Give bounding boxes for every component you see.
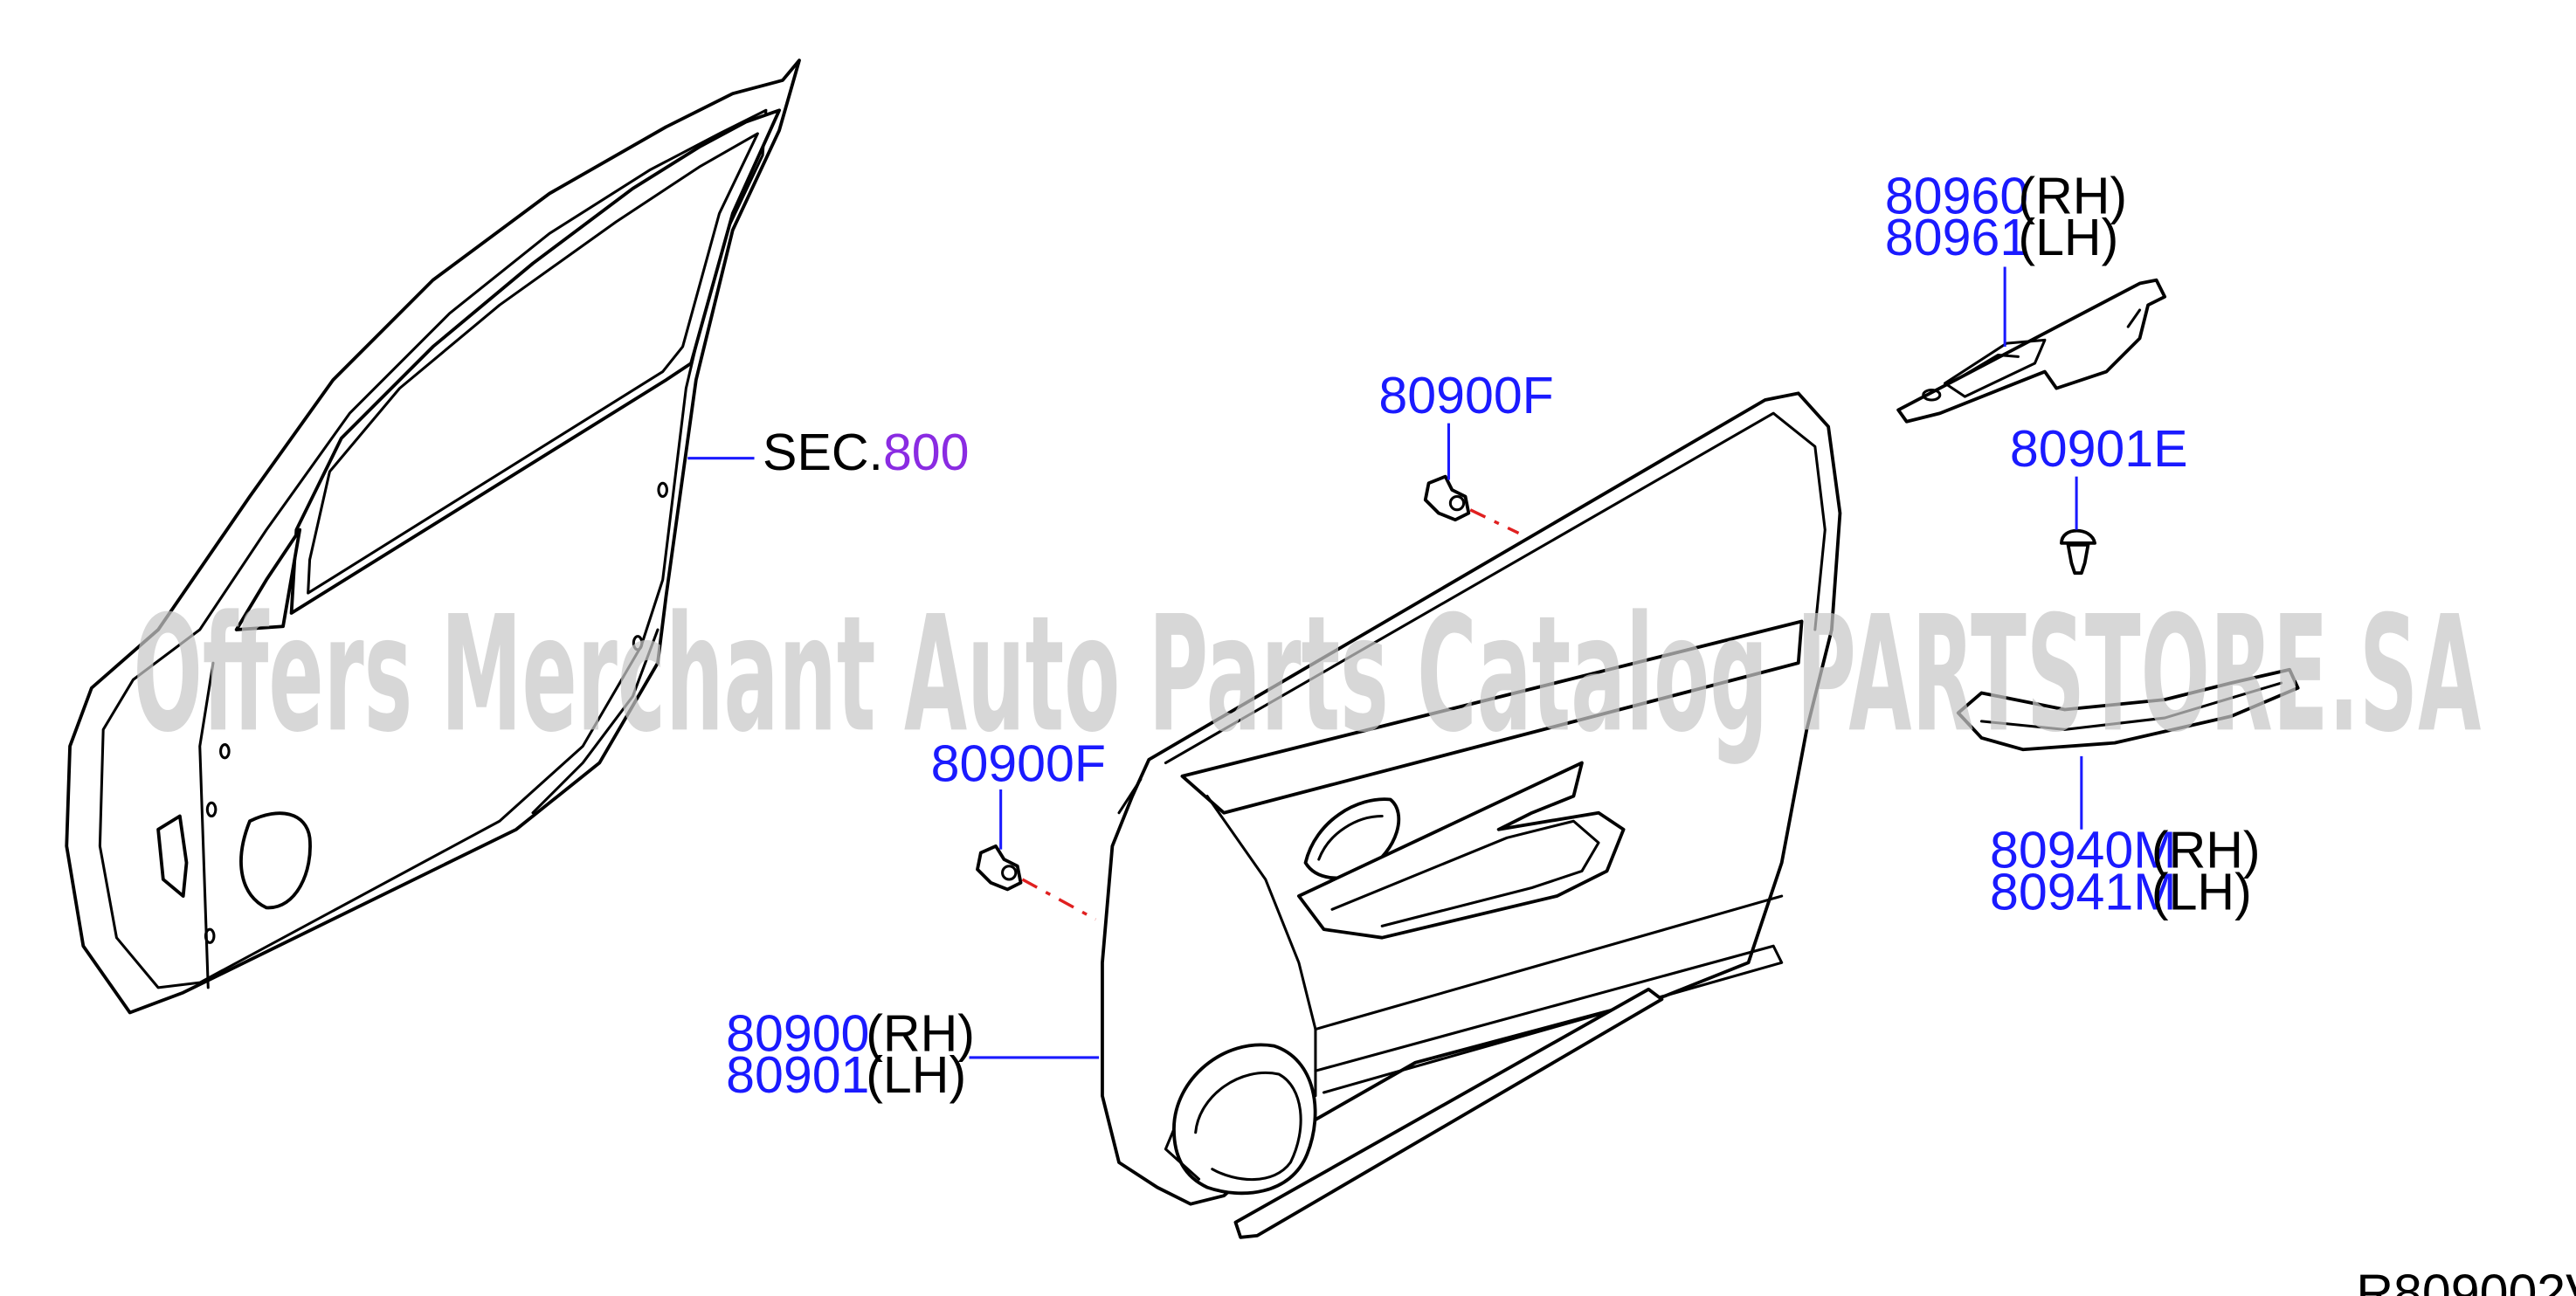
moulding-rh-side: (RH) bbox=[2151, 822, 2261, 879]
clip-e-part-number: 80901E bbox=[2010, 420, 2188, 478]
watermark-text: Offers Merchant Auto Parts Catalog PARTS… bbox=[134, 582, 2482, 768]
moulding-lh-part-number: 80941M bbox=[1990, 863, 2177, 920]
moulding-lh-side: (LH) bbox=[2151, 863, 2252, 920]
finisher-lh-side: (LH) bbox=[2018, 209, 2118, 266]
clip-lower-part-number: 80900F bbox=[931, 735, 1106, 793]
section-reference: SEC.800 bbox=[763, 424, 969, 481]
moulding-rh-part-number: 80940M bbox=[1990, 822, 2177, 879]
trim-board-lh-side: (LH) bbox=[866, 1046, 966, 1104]
finisher-lh-part-number: 80961 bbox=[1885, 209, 2028, 266]
door-armrest-finisher bbox=[1896, 278, 2167, 424]
clip-lower bbox=[976, 844, 1097, 921]
door-trim-board bbox=[1101, 391, 1842, 1239]
clip-e bbox=[2060, 528, 2096, 576]
section-prefix: SEC. bbox=[763, 424, 883, 481]
door-moulding-strip bbox=[1956, 667, 2300, 752]
trim-board-rh-side: (RH) bbox=[866, 1004, 975, 1062]
clip-upper bbox=[1423, 474, 1520, 535]
leader-lines bbox=[687, 266, 2083, 1059]
finisher-rh-side: (RH) bbox=[2018, 167, 2127, 224]
trim-board-lh-part-number: 80901 bbox=[726, 1046, 869, 1104]
diagram-code: R809002V bbox=[2356, 1265, 2576, 1296]
finisher-rh-part-number: 80960 bbox=[1885, 167, 2028, 224]
trim-board-rh-part-number: 80900 bbox=[726, 1004, 869, 1062]
section-number: 800 bbox=[883, 424, 970, 481]
clip-upper-part-number: 80900F bbox=[1378, 367, 1553, 424]
door-shell bbox=[65, 59, 801, 1015]
